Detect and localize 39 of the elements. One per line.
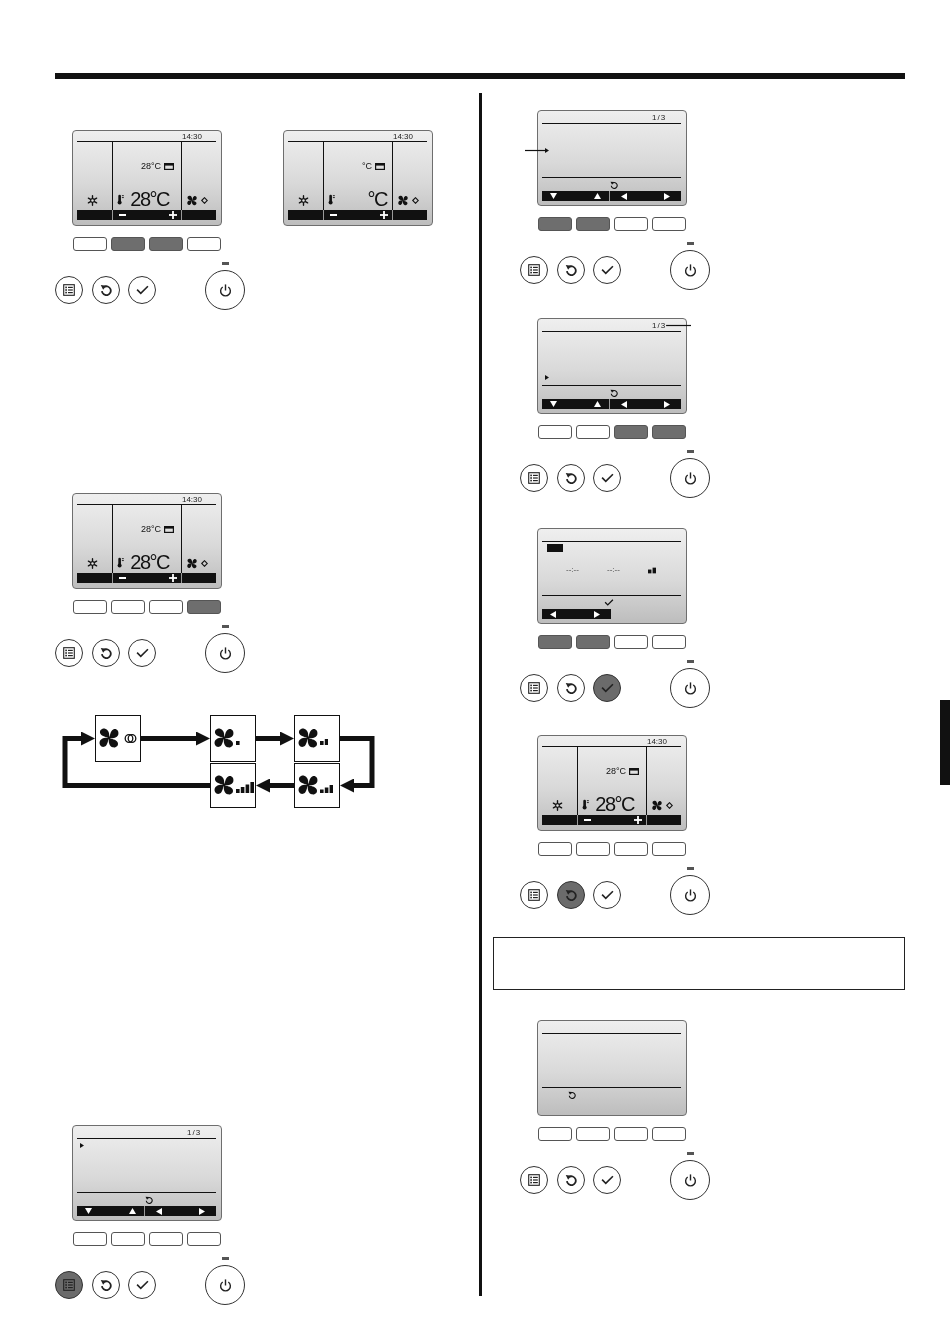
- arrow: [141, 731, 210, 746]
- arrow: [340, 736, 375, 793]
- fan-speed-box: [95, 715, 141, 762]
- time-placeholder-text: --:--: [566, 565, 579, 574]
- arrow: [256, 731, 294, 746]
- fan-speed-box: [294, 715, 340, 762]
- lcd-screen: [283, 130, 433, 226]
- leader-line: [524, 149, 546, 152]
- time-text: 14:30: [181, 495, 202, 504]
- lcd-screen: [537, 318, 687, 414]
- lcd-screen: [537, 1020, 687, 1116]
- time-text: 14:30: [646, 737, 667, 746]
- room-temperature-text: °C: [367, 188, 387, 210]
- arrow: [256, 778, 294, 793]
- set-temperature-text: 28°C: [605, 766, 626, 776]
- cursor-icon: [545, 148, 549, 153]
- set-temperature-text: 28°C: [140, 161, 161, 171]
- page-number-text: 1/3: [187, 1128, 202, 1137]
- arrow: [62, 731, 210, 788]
- lcd-screen: [537, 110, 687, 206]
- leader-line: [665, 324, 692, 327]
- room-temperature-text: 28°C: [130, 551, 169, 573]
- time-text: 14:30: [392, 132, 413, 141]
- time-placeholder-text: --:--: [607, 565, 620, 574]
- fan-speed-box: [210, 715, 256, 762]
- lcd-screen: [72, 130, 222, 226]
- room-temperature-text: 28°C: [130, 188, 169, 210]
- set-temperature-text: 28°C: [140, 524, 161, 534]
- lcd-screen: [72, 493, 222, 589]
- fan-speed-box: [210, 763, 256, 808]
- lcd-screen: [72, 1125, 222, 1221]
- lcd-screen: [537, 528, 687, 624]
- time-text: 14:30: [181, 132, 202, 141]
- lcd-screen: [537, 735, 687, 831]
- room-temperature-text: 28°C: [595, 793, 634, 815]
- set-temperature-text: °C: [361, 161, 372, 171]
- page-number-text: 1/3: [652, 113, 667, 122]
- fan-speed-box: [294, 763, 340, 808]
- page-number-text: 1/3: [652, 321, 667, 330]
